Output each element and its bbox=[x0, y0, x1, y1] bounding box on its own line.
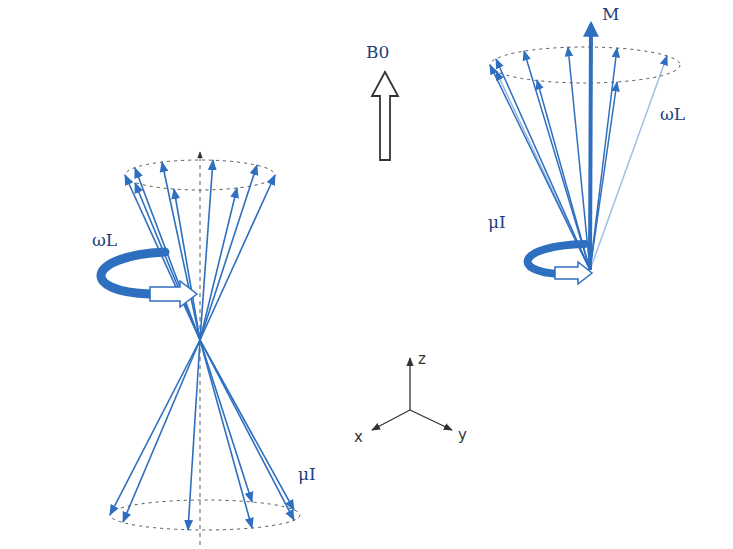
moment-label: ωL bbox=[660, 106, 685, 123]
field-label: B0 bbox=[366, 44, 389, 61]
field-arrow bbox=[372, 72, 398, 160]
axis-label: y bbox=[458, 428, 467, 443]
rotation-label: μI bbox=[488, 214, 506, 231]
axis-label: x bbox=[354, 430, 363, 445]
rotation-label: ωL bbox=[92, 232, 117, 249]
magnetization-label: M bbox=[602, 6, 619, 23]
right-cone bbox=[490, 24, 680, 284]
coordinate-axes bbox=[372, 358, 452, 430]
left-cone bbox=[101, 152, 300, 545]
axis-label: z bbox=[418, 352, 426, 367]
moment-label: μI bbox=[298, 466, 316, 483]
